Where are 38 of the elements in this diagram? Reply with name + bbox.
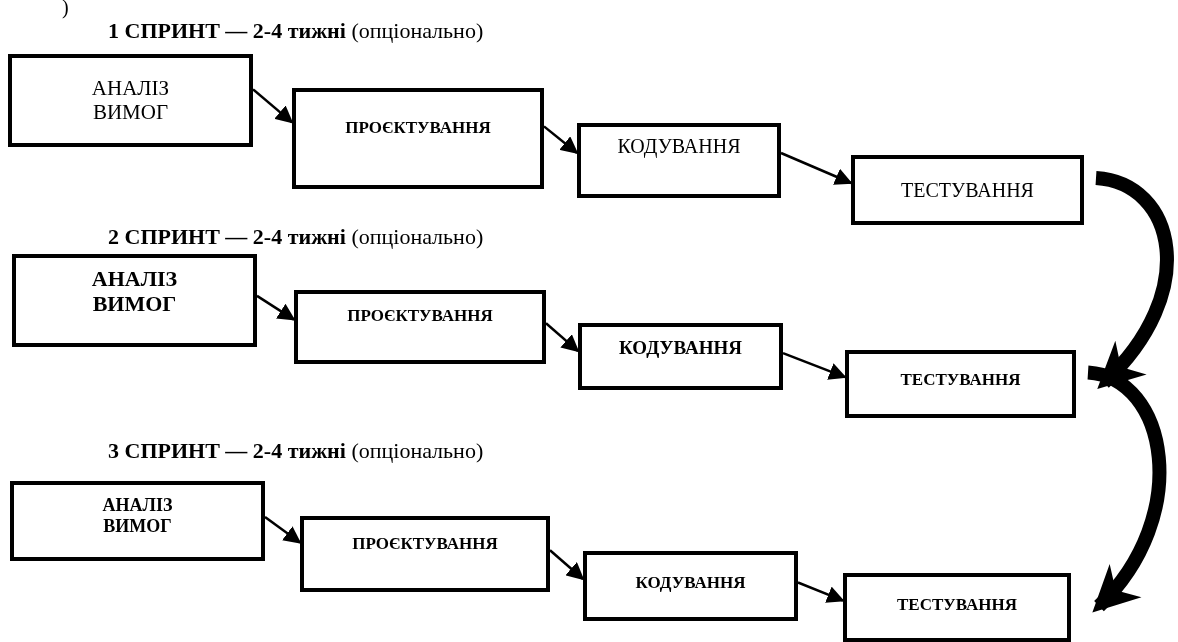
step-label: КОДУВАННЯ bbox=[635, 573, 746, 593]
arrow bbox=[549, 549, 585, 581]
process-box bbox=[577, 123, 781, 198]
process-box bbox=[578, 323, 783, 390]
step-label: АНАЛІЗ ВИМОГ bbox=[101, 495, 174, 537]
arrow bbox=[780, 151, 853, 185]
sprint-heading: 2 СПРИНТ — 2-4 тижні (опціонально) bbox=[108, 224, 484, 250]
arrow bbox=[252, 88, 294, 124]
sprint-heading: 3 СПРИНТ — 2-4 тижні (опціонально) bbox=[108, 438, 484, 464]
process-box bbox=[8, 54, 253, 147]
process-box bbox=[843, 573, 1071, 642]
process-box bbox=[851, 155, 1084, 225]
sprint-heading: 1 СПРИНТ — 2-4 тижні (опціонально) bbox=[108, 18, 484, 44]
step-label: ПРОЄКТУВАННЯ bbox=[345, 118, 491, 138]
process-box bbox=[12, 254, 257, 347]
process-box bbox=[294, 290, 546, 364]
arrow bbox=[545, 322, 580, 353]
arrow bbox=[782, 352, 847, 380]
step-label: ТЕСТУВАННЯ bbox=[901, 179, 1034, 202]
step-label: АНАЛІЗ ВИМОГ bbox=[90, 266, 179, 317]
arrow bbox=[797, 581, 845, 603]
process-box bbox=[583, 551, 798, 621]
step-label: ПРОЄКТУВАННЯ bbox=[352, 534, 498, 554]
step-label: КОДУВАННЯ bbox=[619, 337, 742, 359]
process-box bbox=[845, 350, 1076, 418]
step-label: ТЕСТУВАННЯ bbox=[896, 595, 1017, 615]
arrow bbox=[256, 294, 296, 321]
step-label: ПРОЄКТУВАННЯ bbox=[347, 306, 493, 326]
step-label: КОДУВАННЯ bbox=[617, 135, 741, 158]
arrow bbox=[264, 516, 302, 544]
arrow bbox=[1086, 365, 1167, 613]
process-box bbox=[300, 516, 550, 592]
bracket-fragment: ) bbox=[62, 0, 69, 19]
step-label: АНАЛІЗ ВИМОГ bbox=[90, 76, 171, 125]
step-label: ТЕСТУВАННЯ bbox=[900, 370, 1021, 390]
arrow bbox=[543, 125, 579, 155]
process-box bbox=[292, 88, 544, 189]
process-box bbox=[10, 481, 265, 561]
